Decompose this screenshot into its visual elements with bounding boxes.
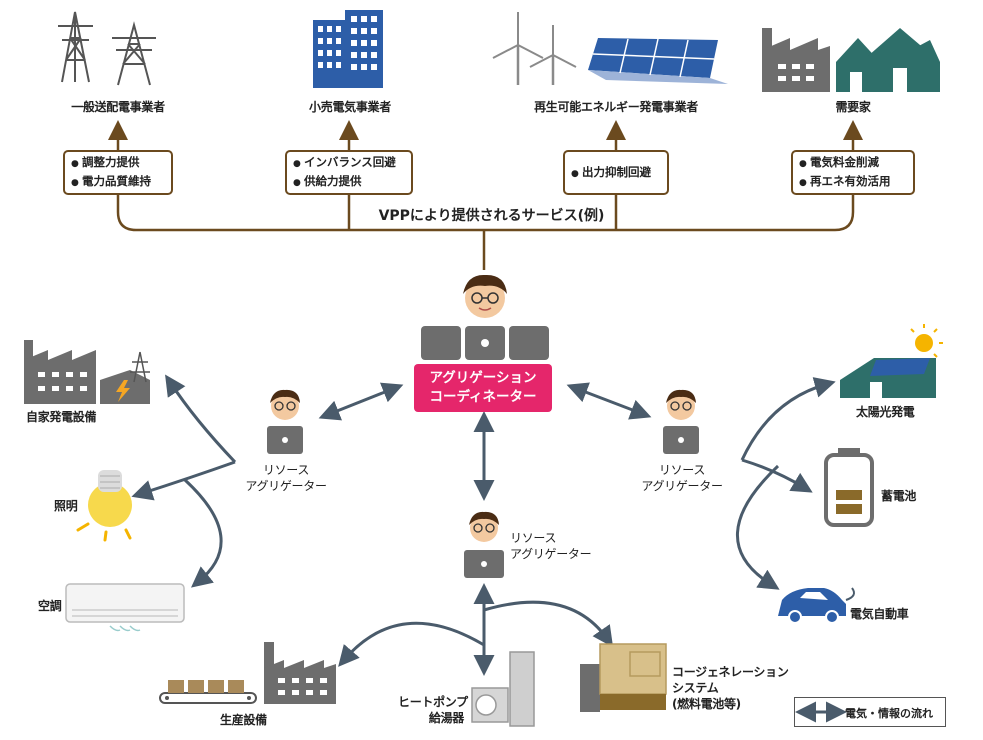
label-heat-pump: ヒートポンプ 給湯器	[398, 694, 468, 726]
cogen-line2: システム	[672, 681, 719, 695]
light-bulb-icon	[76, 470, 132, 542]
aggregator-line1: リソース	[262, 463, 310, 477]
wind-turbine-icon	[492, 12, 577, 85]
aggregator-bottom-avatar	[464, 511, 504, 578]
aggregation-coordinator-box: アグリゲーション コーディネーター	[414, 364, 552, 412]
service-item: インバランス回避	[293, 154, 405, 173]
transmission-tower-icon	[58, 11, 156, 86]
cogen-line3: (燃料電池等)	[672, 697, 741, 711]
aggregator-line1: リソース	[658, 463, 706, 477]
factory-icon	[24, 340, 150, 404]
service-tree	[108, 120, 863, 270]
service-item: 供給力提供	[293, 173, 405, 192]
label-retail: 小売電気事業者	[309, 100, 391, 114]
label-renewable: 再生可能エネルギー発電事業者	[534, 100, 698, 114]
electric-car-icon	[778, 587, 855, 624]
service-box-consumer: 電気料金削減 再エネ有効活用	[791, 150, 915, 195]
aggregator-left-label: リソース アグリゲーター	[236, 462, 336, 494]
solar-house-icon	[840, 324, 943, 398]
service-item: 電気料金削減	[799, 154, 907, 173]
label-consumer: 需要家	[835, 100, 871, 114]
aggregator-line2: アグリゲーター	[245, 479, 327, 493]
cogeneration-icon	[580, 643, 667, 712]
service-box-renewable: 出力抑制回避	[563, 150, 669, 195]
label-air-conditioner: 空調	[38, 599, 62, 613]
label-ev: 電気自動車	[850, 607, 909, 621]
factory-house-icon	[762, 28, 940, 92]
service-item: 調整力提供	[71, 154, 165, 173]
aggregator-right-label: リソース アグリゲーター	[632, 462, 732, 494]
vpp-service-label: VPPにより提供されるサービス(例)	[372, 208, 611, 224]
coordinator-line2: コーディネーター	[429, 389, 537, 405]
air-conditioner-icon	[65, 583, 185, 632]
aggregator-line2: アグリゲーター	[641, 479, 723, 493]
service-item: 再エネ有効活用	[799, 173, 907, 192]
label-cogeneration: コージェネレーション システム (燃料電池等)	[672, 664, 789, 712]
flow-arrows	[131, 374, 836, 676]
coordinator-avatar	[421, 274, 549, 360]
heat-pump-icon	[471, 651, 535, 727]
coordinator-line1: アグリゲーション	[429, 370, 537, 386]
building-icon	[313, 10, 383, 88]
heatpump-line1: ヒートポンプ	[398, 695, 468, 709]
heatpump-line2: 給湯器	[428, 711, 464, 725]
aggregator-line1: リソース	[510, 531, 557, 545]
battery-icon	[824, 448, 874, 527]
legend-box: 電気・情報の流れ	[794, 697, 946, 727]
label-tso: 一般送配電事業者	[71, 100, 165, 114]
aggregator-bottom-label: リソース アグリゲーター	[510, 530, 592, 562]
solar-panel-icon	[588, 38, 728, 84]
label-private-generation: 自家発電設備	[26, 410, 97, 424]
aggregator-right-avatar	[663, 389, 699, 454]
production-line-icon	[159, 642, 336, 704]
service-box-retail: インバランス回避 供給力提供	[285, 150, 413, 195]
service-item: 電力品質維持	[71, 173, 165, 192]
aggregator-line2: アグリゲーター	[510, 547, 592, 561]
label-lighting: 照明	[54, 499, 78, 513]
aggregator-left-avatar	[267, 389, 303, 454]
service-box-tso: 調整力提供 電力品質維持	[63, 150, 173, 195]
label-solar: 太陽光発電	[856, 405, 915, 419]
legend-label: 電気・情報の流れ	[845, 707, 933, 720]
label-storage-battery: 蓄電池	[881, 489, 917, 503]
vpp-service-caption: VPPにより提供されるサービス(例)	[0, 205, 983, 225]
service-item: 出力抑制回避	[571, 154, 661, 192]
cogen-line1: コージェネレーション	[672, 665, 789, 679]
label-production-equipment: 生産設備	[220, 713, 267, 727]
